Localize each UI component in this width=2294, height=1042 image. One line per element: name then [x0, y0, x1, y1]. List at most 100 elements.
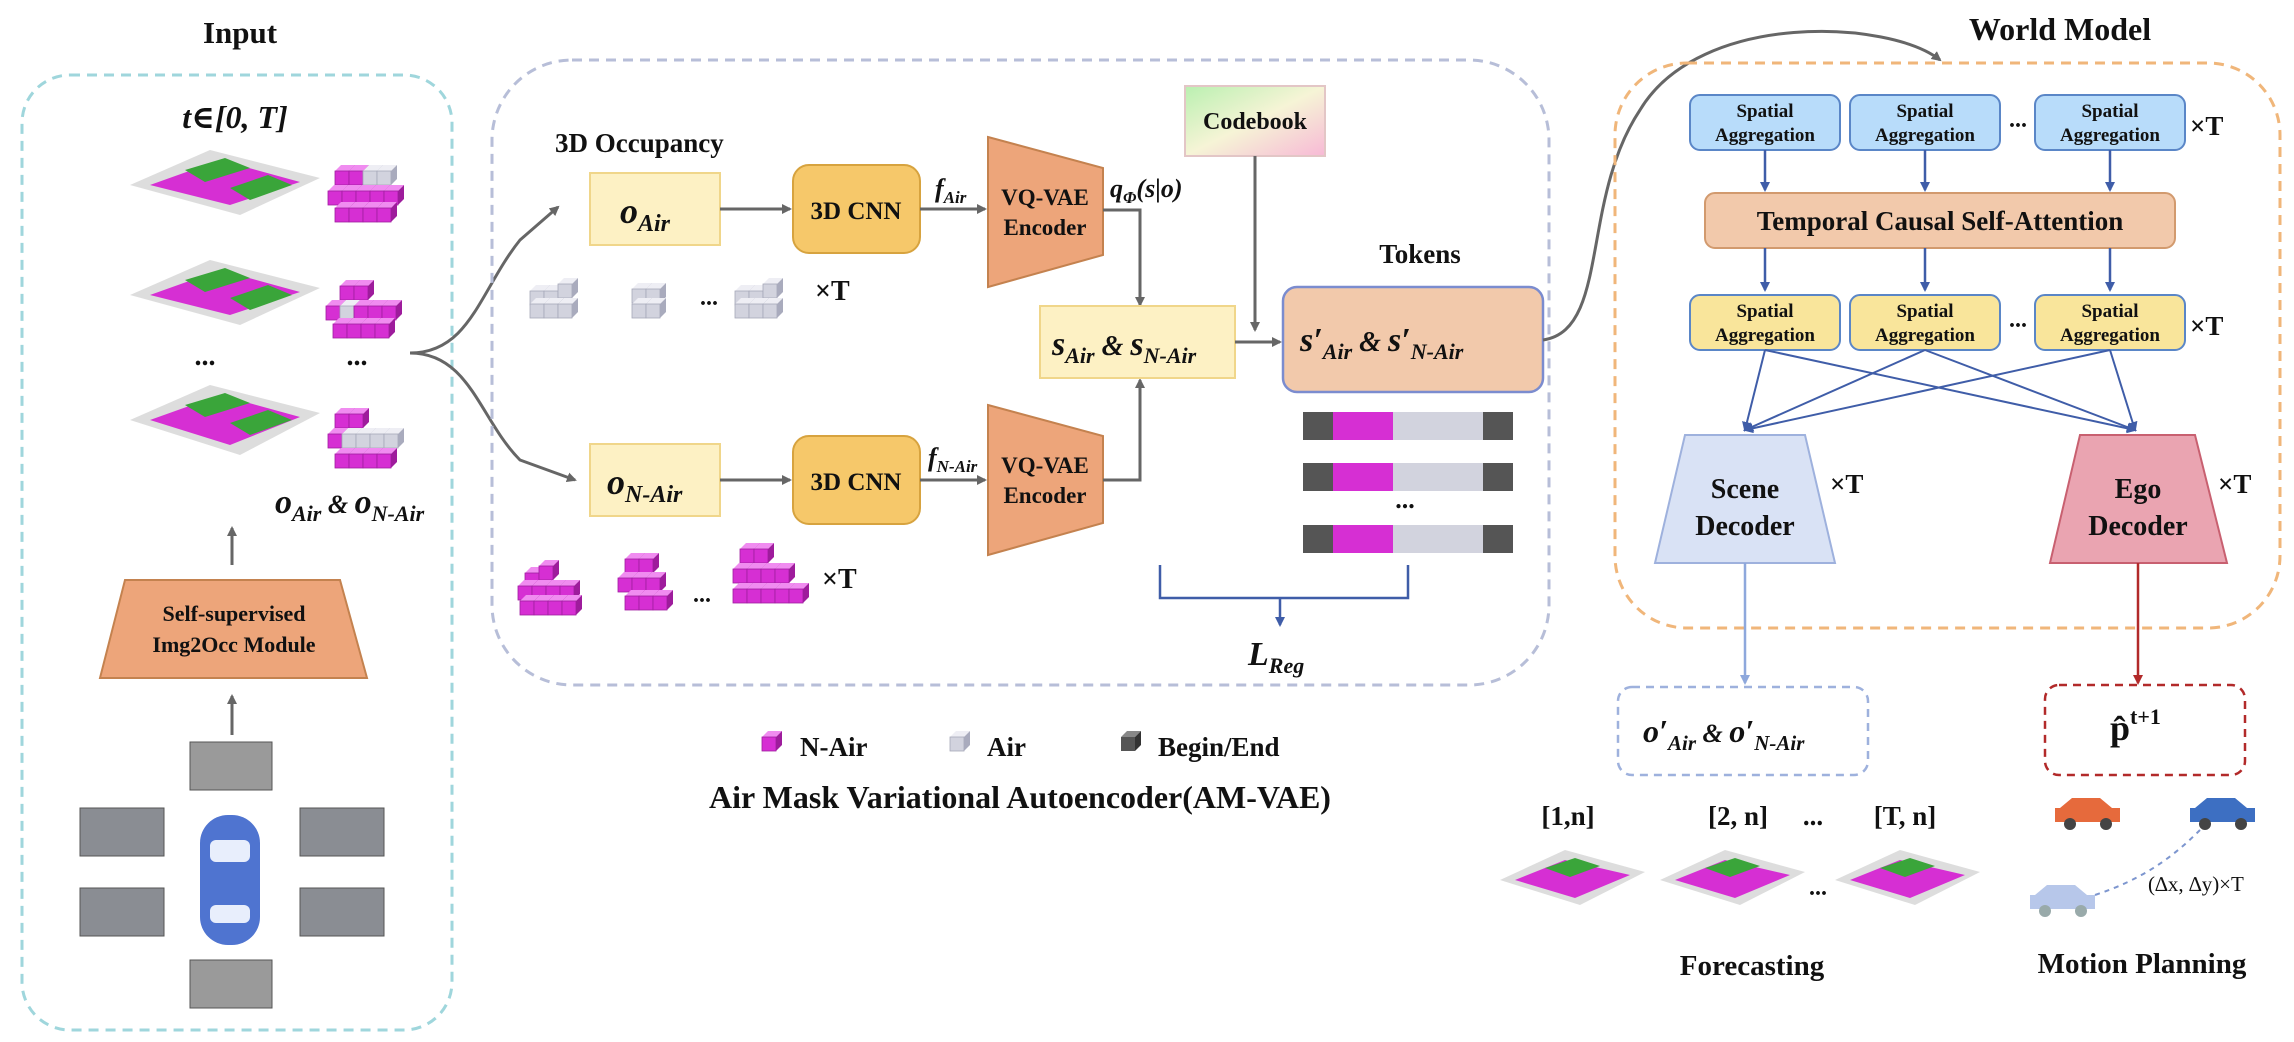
forecast-frame-3	[1835, 850, 1980, 905]
motion-planning-label: Motion Planning	[2038, 948, 2247, 980]
occupancy-scene-1	[130, 150, 320, 215]
world-model-panel: World Model Spatial Aggregation Spatial …	[1613, 11, 2282, 630]
p-hat-output: p̂t+1	[2043, 683, 2247, 777]
input-title: Input	[203, 15, 278, 50]
input-frame	[20, 73, 454, 1032]
token-row-1	[1303, 412, 1513, 440]
svg-text:Aggregation: Aggregation	[1875, 325, 1975, 346]
codebook-box: Codebook	[1184, 85, 1326, 157]
delta-label: (∆x, ∆y)×T	[2148, 872, 2244, 896]
amvae-frame	[490, 58, 1551, 687]
cnn-top: 3D CNN	[792, 164, 921, 254]
encoder-bottom: VQ-VAE Encoder	[987, 403, 1104, 557]
forecasting-label: Forecasting	[1680, 950, 1825, 982]
svg-text:Encoder: Encoder	[1003, 215, 1086, 240]
arrow-enc-bottom-to-s	[1103, 378, 1145, 482]
arrow-enc-top-to-s	[1103, 208, 1145, 307]
frame-label-3: [T, n]	[1874, 801, 1937, 831]
camera-images	[79, 741, 385, 1009]
o-air-box: oAir	[589, 172, 721, 246]
ego-decoder: Ego Decoder	[2048, 434, 2229, 564]
legend-air-swatch	[949, 730, 971, 752]
svg-text:Aggregation: Aggregation	[2060, 325, 2160, 346]
branch-connector	[409, 205, 560, 355]
air-cubes-ellipsis: ...	[700, 285, 718, 311]
cnn-bottom: 3D CNN	[792, 435, 921, 525]
encoder-top: VQ-VAE Encoder	[987, 135, 1104, 289]
reg-bracket	[1158, 565, 1410, 600]
legend-begin-swatch	[1121, 731, 1141, 751]
svg-text:Aggregation: Aggregation	[1875, 125, 1975, 146]
legend-begin-label: Begin/End	[1158, 732, 1280, 762]
svg-text:Spatial: Spatial	[2081, 101, 2138, 122]
input-panel: Input t∈[0, T] ... ...	[20, 15, 454, 1032]
svg-text:o′Air & o′N-Air: o′Air & o′N-Air	[1643, 713, 1805, 755]
occupancy-scene-3	[130, 385, 320, 455]
svg-text:3D CNN: 3D CNN	[811, 198, 902, 225]
scene-decoder: Scene Decoder	[1653, 434, 1837, 564]
legend: N-Air Air Begin/End	[761, 730, 1280, 762]
o-prime-output: o′Air & o′N-Air	[1616, 685, 1870, 777]
svg-text:sAir & sN-Air: sAir & sN-Air	[1051, 326, 1197, 368]
spatial-bottom-2: Spatial Aggregation	[1849, 294, 2001, 351]
cube-stack-3	[327, 407, 405, 469]
tokens-to-world-model	[1542, 30, 1942, 342]
world-model-frame	[1613, 61, 2282, 630]
img2occ-module: Self-supervised Img2Occ Module	[98, 579, 369, 679]
o-nair-box: oN-Air	[589, 443, 721, 517]
q-phi-label: qΦ(s|o)	[1110, 174, 1183, 207]
temporal-attention: Temporal Causal Self-Attention	[1704, 192, 2176, 249]
svg-text:VQ-VAE: VQ-VAE	[1001, 185, 1089, 210]
spatial-bottom-1: Spatial Aggregation	[1689, 294, 1841, 351]
spatial-top-times: ×T	[2190, 111, 2223, 141]
ego-times: ×T	[2218, 469, 2251, 499]
svg-text:Encoder: Encoder	[1003, 483, 1086, 508]
svg-text:Spatial: Spatial	[1896, 101, 1953, 122]
svg-text:Spatial: Spatial	[1736, 101, 1793, 122]
svg-text:3D CNN: 3D CNN	[811, 469, 902, 496]
svg-text:Aggregation: Aggregation	[2060, 125, 2160, 146]
svg-text:Decoder: Decoder	[1695, 511, 1795, 542]
svg-text:s′Air & s′N-Air: s′Air & s′N-Air	[1299, 322, 1464, 364]
svg-text:oN-Air: oN-Air	[607, 462, 683, 508]
tokens-title: Tokens	[1379, 239, 1461, 269]
spatial-bottom-times: ×T	[2190, 311, 2223, 341]
token-row-2	[1303, 463, 1513, 491]
f-nair-label: fN-Air	[928, 443, 978, 476]
amvae-panel: 3D Occupancy oAir oN-Air 3D CNN 3D CNN f…	[490, 58, 1551, 687]
spatial-top-1: Spatial Aggregation	[1689, 94, 1841, 151]
svg-text:oAir: oAir	[620, 191, 671, 237]
amvae-caption: Air Mask Variational Autoencoder(AM-VAE)	[709, 779, 1331, 815]
forecast-frames-ellipsis: ...	[1809, 875, 1827, 901]
branch-connector-lower	[409, 351, 577, 482]
svg-text:Temporal Causal Self-Attention: Temporal Causal Self-Attention	[1757, 206, 2124, 236]
occupancy-scene-2	[130, 260, 320, 325]
svg-text:Spatial: Spatial	[1736, 301, 1793, 322]
ego-car-icon	[200, 815, 260, 945]
svg-text:Decoder: Decoder	[2088, 511, 2188, 542]
legend-nair-label: N-Air	[800, 732, 867, 762]
world-model-title: World Model	[1969, 11, 2151, 47]
time-range: t∈[0, T]	[182, 99, 287, 135]
s-box: sAir & sN-Air	[1039, 305, 1236, 379]
svg-text:Aggregation: Aggregation	[1715, 125, 1815, 146]
spatial-bottom-ellipsis: ...	[2009, 307, 2027, 333]
frame-label-2: [2, n]	[1708, 801, 1768, 831]
ellipsis-right: ...	[347, 341, 368, 372]
observation-label: oAir & oN-Air	[275, 484, 425, 526]
occupancy-title: 3D Occupancy	[555, 128, 724, 158]
legend-air-label: Air	[987, 732, 1026, 762]
loss-label: LReg	[1247, 636, 1304, 678]
cross-connections	[1742, 349, 2138, 434]
air-cubes-times: ×T	[815, 276, 850, 307]
svg-text:Codebook: Codebook	[1203, 109, 1308, 135]
nair-cubes-row	[517, 542, 810, 616]
forecast-frame-1	[1500, 850, 1645, 905]
svg-text:Spatial: Spatial	[1896, 301, 1953, 322]
svg-text:Aggregation: Aggregation	[1715, 325, 1815, 346]
blue-car-icon	[2190, 798, 2255, 830]
svg-text:Spatial: Spatial	[2081, 301, 2138, 322]
frame-label-dots: ...	[1803, 801, 1823, 831]
air-cubes-row	[529, 277, 784, 319]
